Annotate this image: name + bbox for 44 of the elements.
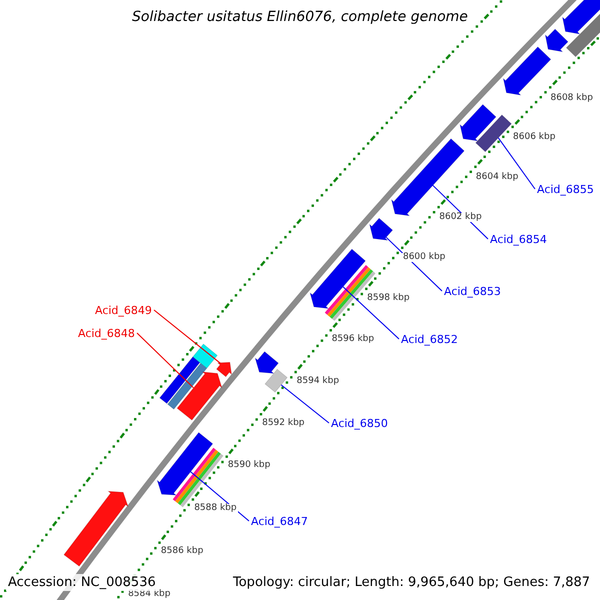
gene-feature	[63, 490, 129, 567]
tick-label: 8600 kbp	[402, 253, 446, 262]
gene-feature	[254, 351, 279, 374]
title: Solibacter usitatus Ellin6076, complete genome	[132, 10, 468, 24]
tick-label: 8590 kbp	[226, 461, 272, 470]
gene-feature	[475, 114, 512, 152]
accession-text: Accession: NC_008536	[6, 574, 158, 590]
tick-label: 8588 kbp	[193, 504, 238, 513]
tick-label: 8592 kbp	[261, 418, 306, 428]
gene-label: Acid_6847	[251, 516, 308, 526]
gene-feature	[156, 432, 214, 496]
gene-feature	[176, 372, 222, 421]
tick-label: 8598 kbp	[366, 294, 411, 304]
leader-line	[136, 332, 194, 388]
gene-feature	[369, 218, 394, 241]
gene-feature	[216, 362, 232, 378]
gene-feature	[562, 0, 600, 34]
gene-label: Acid_6853	[444, 286, 501, 296]
gene-feature	[264, 368, 288, 393]
tick-label: 8596 kbp	[330, 335, 376, 344]
gene-feature	[544, 28, 568, 52]
tick-label: 8606 kbp	[512, 133, 556, 142]
tick-label: 8604 kbp	[474, 172, 520, 182]
leader-line	[154, 310, 222, 364]
gene-feature	[310, 248, 366, 309]
gene-feature	[192, 344, 218, 369]
gene-label: Acid_6849	[95, 304, 152, 316]
gene-feature	[159, 356, 200, 404]
gene-label: Acid_6850	[331, 418, 388, 428]
leader-line	[280, 384, 330, 424]
gene-feature	[460, 104, 496, 142]
leader-line	[498, 137, 536, 190]
gene-feature	[167, 362, 208, 410]
tick-label: 8586 kbp	[160, 546, 204, 556]
tick-label: 8608 kbp	[550, 94, 594, 103]
gene-label: Acid_6848	[78, 328, 135, 338]
gene-label: Acid_6855	[537, 184, 594, 194]
tick-label: 8602 kbp	[438, 213, 483, 222]
tick-label: 8594 kbp	[296, 377, 340, 386]
gene-label: Acid_6854	[490, 234, 547, 244]
gene-feature	[502, 46, 552, 96]
leader-line	[342, 286, 400, 340]
tick-label: 8584 kbp	[127, 590, 172, 600]
gene-label: Acid_6852	[401, 334, 458, 344]
